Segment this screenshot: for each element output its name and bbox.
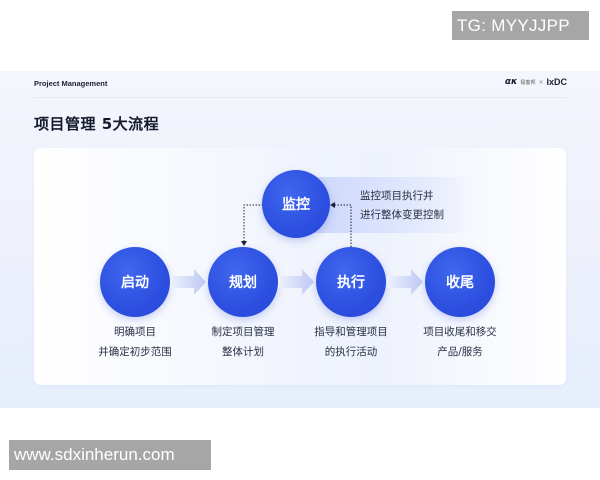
desc-line1: 指导和管理项目 xyxy=(314,326,388,338)
monitor-desc-line1: 监控项目执行并 xyxy=(360,190,434,202)
slide: Project Management ακ 极客邦 × IxDC 项目管理 5大… xyxy=(0,71,600,408)
header-divider xyxy=(34,97,566,98)
desc-line1: 项目收尾和移交 xyxy=(423,326,497,338)
desc-line1: 明确项目 xyxy=(114,326,156,338)
step-description-planning: 制定项目管理 整体计划 xyxy=(188,322,298,362)
node-planning: 规划 xyxy=(208,247,278,317)
step-description-initiating: 明确项目 并确定初步范围 xyxy=(80,322,190,362)
desc-line2: 的执行活动 xyxy=(324,346,378,358)
watermark-top: TG: MYYJJPP xyxy=(452,11,589,40)
node-closing: 收尾 xyxy=(425,247,495,317)
node-initiating: 启动 xyxy=(100,247,170,317)
slide-title: 项目管理 5大流程 xyxy=(34,115,160,133)
geekbang-logo-text: 极客邦 xyxy=(520,79,536,86)
step-description-executing: 指导和管理项目 的执行活动 xyxy=(296,322,406,362)
monitor-desc-line2: 进行整体变更控制 xyxy=(360,209,444,221)
dotted-arrow-executing-to-monitor-icon xyxy=(330,202,352,247)
ixdc-logo: IxDC xyxy=(546,77,567,87)
arrow-right-icon xyxy=(387,269,423,295)
desc-line2: 整体计划 xyxy=(222,346,264,358)
node-monitoring: 监控 xyxy=(262,170,330,238)
geekbang-logo-icon: ακ xyxy=(504,77,518,87)
monitor-description: 监控项目执行并 进行整体变更控制 xyxy=(360,187,444,225)
node-monitoring-label: 监控 xyxy=(282,197,310,213)
desc-line2: 产品/服务 xyxy=(437,346,483,358)
partner-logos: ακ 极客邦 × IxDC xyxy=(505,77,567,87)
node-initiating-label: 启动 xyxy=(121,275,149,291)
node-executing: 执行 xyxy=(316,247,386,317)
step-description-closing: 项目收尾和移交 产品/服务 xyxy=(405,322,515,362)
desc-line1: 制定项目管理 xyxy=(211,326,275,338)
watermark-bottom: www.sdxinherun.com xyxy=(9,440,211,470)
arrow-right-icon xyxy=(170,269,206,295)
node-executing-label: 执行 xyxy=(337,275,365,291)
feedback-connectors xyxy=(241,202,352,247)
dotted-arrow-monitor-to-planning-icon xyxy=(241,204,263,246)
arrow-right-icon xyxy=(278,269,314,295)
desc-line2: 并确定初步范围 xyxy=(98,346,172,358)
node-closing-label: 收尾 xyxy=(446,275,474,291)
node-planning-label: 规划 xyxy=(229,275,257,291)
logo-separator: × xyxy=(538,78,544,86)
slide-header-label: Project Management xyxy=(34,79,108,88)
